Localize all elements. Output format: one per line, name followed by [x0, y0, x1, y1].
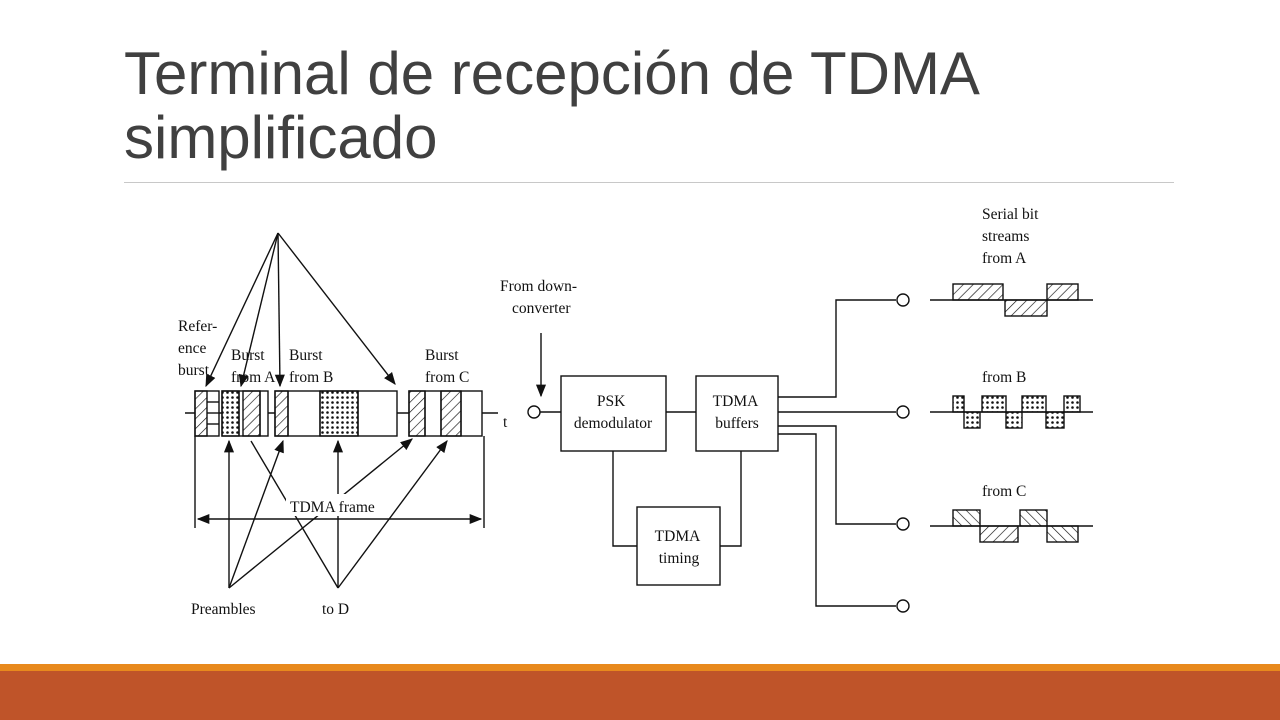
input-port	[527, 405, 541, 419]
output-b-port	[896, 405, 910, 419]
reference-burst-label: Refer- ence burst	[178, 318, 221, 379]
time-axis-label: t	[503, 414, 508, 431]
to-d-label: to D	[322, 601, 349, 618]
output-c-port	[896, 517, 910, 531]
tdma-frame-label: TDMA frame	[290, 499, 375, 516]
burst-from-a-label: Burst from A	[231, 347, 276, 386]
slide-title: Terminal de recepción de TDMA simplifica…	[124, 42, 1184, 170]
footer-band	[0, 671, 1280, 720]
title-divider	[124, 182, 1174, 183]
stream-b	[930, 395, 1093, 429]
accent-stripe	[0, 664, 1280, 671]
output-a-port	[896, 293, 910, 307]
burst-from-c-label: Burst from C	[425, 347, 469, 386]
serial-bit-streams-label: Serial bit streams from A	[982, 206, 1042, 267]
from-b-label: from B	[982, 369, 1026, 386]
tdma-buffers-block	[695, 375, 779, 452]
burst-from-b-label: Burst from B	[289, 347, 333, 386]
psk-demodulator-block	[560, 375, 667, 452]
tdma-receive-diagram: Refer- ence burst Burst from A Burst fro…	[178, 206, 1093, 618]
preambles-label: Preambles	[191, 601, 256, 618]
tdma-timing-block	[636, 506, 721, 586]
tdma-buffers-label: TDMA buffers	[713, 393, 762, 432]
stream-a	[930, 283, 1093, 317]
stream-c	[930, 509, 1093, 543]
psk-demodulator-label: PSK demodulator	[574, 393, 653, 432]
from-downconverter-label: From down- converter	[500, 278, 581, 317]
tdma-timing-label: TDMA timing	[655, 528, 704, 567]
from-c-label: from C	[982, 483, 1026, 500]
title-line-1: Terminal de recepción de TDMA	[124, 40, 980, 107]
title-line-2: simplificado	[124, 104, 438, 171]
output-d-port	[896, 599, 910, 613]
